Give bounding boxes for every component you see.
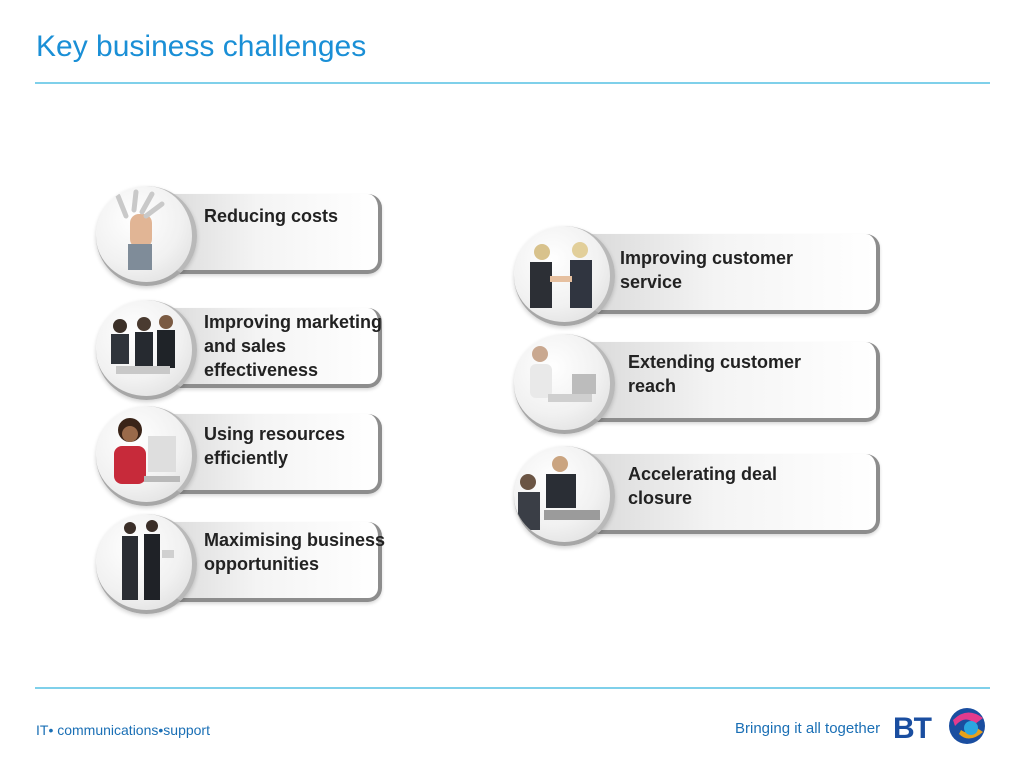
footer-tagline-right: Bringing it all together	[735, 720, 881, 737]
challenge-card-opportunities: Maximising business opportunities	[96, 514, 386, 614]
challenge-card-resources: Using resources efficiently	[96, 406, 386, 506]
card-background	[584, 234, 880, 314]
card-label: Reducing costs	[204, 206, 339, 226]
page-title: Key business challenges	[36, 30, 367, 63]
money-hand-icon	[96, 186, 197, 286]
challenge-card-deal-closure: Accelerating deal closure	[514, 446, 880, 546]
logo-text: BT	[893, 712, 932, 745]
card-label: Maximising business opportunities	[204, 530, 386, 574]
header-divider	[35, 82, 990, 84]
card-background	[584, 342, 880, 422]
card-label: Accelerating deal closure	[628, 464, 778, 508]
man-with-laptop-icon	[514, 334, 615, 434]
handshake-icon	[514, 226, 615, 326]
bt-logo: BT	[893, 704, 993, 752]
woman-at-computer-icon	[96, 406, 197, 506]
footer-tagline-left: IT• communications•support	[36, 722, 210, 738]
globe-icon	[949, 708, 985, 744]
challenge-card-marketing: Improving marketing and sales effectiven…	[96, 300, 386, 400]
card-label: Improving customer service	[620, 248, 794, 292]
business-people-icon	[96, 514, 197, 614]
deal-meeting-icon	[514, 446, 615, 546]
card-label: Extending customer reach	[628, 352, 802, 396]
card-label: Improving marketing and sales effectiven…	[204, 312, 383, 380]
team-meeting-icon	[96, 300, 197, 400]
challenge-card-customer-reach: Extending customer reach	[514, 334, 880, 434]
card-label: Using resources efficiently	[204, 424, 346, 468]
card-background	[584, 454, 880, 534]
challenge-card-reducing-costs: Reducing costs	[96, 186, 386, 286]
challenge-card-customer-service: Improving customer service	[514, 226, 880, 326]
footer-divider	[35, 687, 990, 689]
